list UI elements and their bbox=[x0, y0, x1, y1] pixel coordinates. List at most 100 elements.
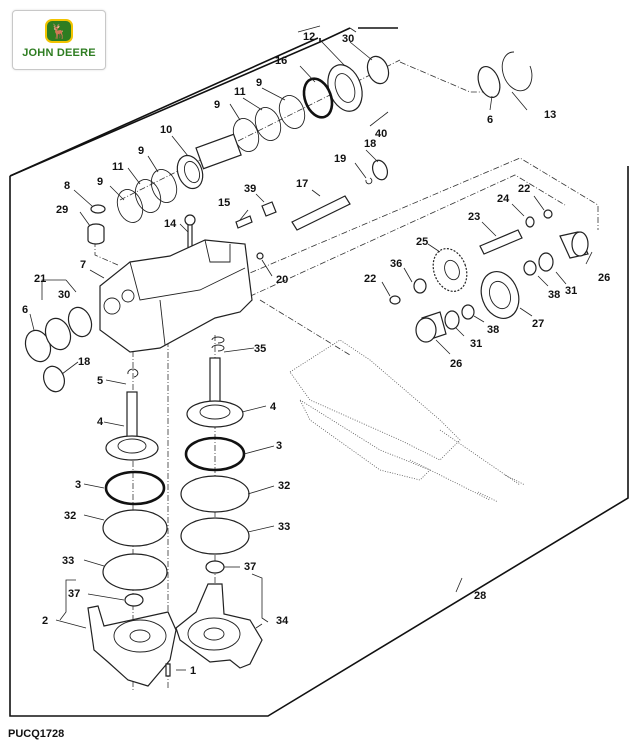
part-33-gasket bbox=[102, 553, 168, 591]
part-11-shim bbox=[254, 107, 282, 141]
leaping-deer-icon: 🦌 bbox=[45, 19, 73, 43]
callout-29: 29 bbox=[56, 204, 68, 216]
part-25-gear bbox=[432, 248, 468, 292]
part-34-motor-housing bbox=[175, 583, 263, 669]
callout-22: 22 bbox=[364, 273, 376, 285]
part-38-bearing bbox=[523, 260, 537, 276]
part-2-motor-housing bbox=[87, 605, 177, 687]
part-23-pin bbox=[479, 229, 523, 255]
part-32-gasket bbox=[102, 509, 168, 547]
part-28-axle-ghost bbox=[289, 339, 526, 503]
callout-9: 9 bbox=[256, 77, 262, 89]
part-16-o-ring bbox=[302, 77, 334, 119]
part-26-hub bbox=[415, 311, 447, 343]
callout-40: 40 bbox=[375, 128, 387, 140]
callout-16: 16 bbox=[275, 55, 287, 67]
callout-9: 9 bbox=[97, 176, 103, 188]
kit-frame-top bbox=[9, 37, 319, 177]
callout-36: 36 bbox=[390, 258, 402, 270]
part-29-bushing bbox=[87, 223, 105, 245]
axis-line bbox=[399, 61, 490, 93]
callout-39: 39 bbox=[244, 183, 256, 195]
callout-32: 32 bbox=[64, 510, 76, 522]
callout-5: 5 bbox=[97, 375, 103, 387]
callout-26: 26 bbox=[450, 358, 462, 370]
part-31-seal bbox=[538, 252, 554, 272]
callout-30: 30 bbox=[342, 33, 354, 45]
callout-22: 22 bbox=[518, 183, 530, 195]
callout-labels: 12 30 16 9 11 9 6 13 40 10 18 19 9 11 9 … bbox=[22, 31, 610, 677]
callout-17: 17 bbox=[296, 178, 308, 190]
callout-2: 2 bbox=[42, 615, 48, 627]
axis-line bbox=[259, 299, 351, 356]
callout-9: 9 bbox=[138, 145, 144, 157]
part-9-shim bbox=[116, 189, 144, 223]
part-18-plug bbox=[371, 159, 389, 181]
part-13-snap-ring bbox=[501, 51, 533, 92]
callout-8: 8 bbox=[64, 180, 70, 192]
part-22-washer bbox=[389, 295, 401, 305]
callout-6: 6 bbox=[22, 304, 28, 316]
callout-11: 11 bbox=[112, 161, 124, 173]
callout-10: 10 bbox=[160, 124, 172, 136]
callout-31: 31 bbox=[470, 338, 482, 350]
axis-line bbox=[219, 174, 566, 311]
part-8-seal bbox=[90, 204, 106, 214]
part-35-spring bbox=[211, 336, 225, 352]
part-6-seal bbox=[477, 65, 501, 99]
callout-3: 3 bbox=[75, 479, 81, 491]
callout-13: 13 bbox=[544, 109, 556, 121]
callout-3: 3 bbox=[276, 440, 282, 452]
part-21-seal-kit bbox=[44, 317, 72, 351]
part-9-shim bbox=[150, 169, 178, 203]
part-39-cap bbox=[261, 201, 277, 217]
callout-9: 9 bbox=[214, 99, 220, 111]
callout-38: 38 bbox=[548, 289, 560, 301]
part-18-plug bbox=[43, 365, 65, 393]
callout-7: 7 bbox=[80, 259, 86, 271]
callout-30: 30 bbox=[58, 289, 70, 301]
john-deere-logo: 🦌 JOHN DEERE bbox=[12, 10, 106, 70]
axis-line bbox=[209, 157, 599, 291]
part-37-valve bbox=[124, 593, 144, 607]
kit-frame bbox=[9, 27, 629, 717]
part-1-bolt bbox=[165, 663, 171, 677]
part-26-hub bbox=[559, 231, 589, 259]
callout-31: 31 bbox=[565, 285, 577, 297]
callout-11: 11 bbox=[234, 86, 246, 98]
leader-lines bbox=[29, 41, 593, 671]
part-4-output-shaft bbox=[186, 357, 244, 428]
callout-23: 23 bbox=[468, 211, 480, 223]
callout-28: 28 bbox=[474, 590, 486, 602]
part-37-valve bbox=[205, 560, 225, 574]
callout-4: 4 bbox=[97, 416, 104, 428]
callout-6: 6 bbox=[487, 114, 493, 126]
callout-20: 20 bbox=[276, 274, 288, 286]
part-11-shim bbox=[134, 179, 162, 213]
part-33-gasket bbox=[180, 517, 250, 555]
part-19-clip bbox=[365, 177, 373, 185]
part-36-bearing bbox=[413, 278, 427, 294]
callout-12: 12 bbox=[303, 31, 315, 43]
part-3-o-ring bbox=[104, 470, 166, 506]
callout-1: 1 bbox=[190, 665, 196, 677]
callout-19: 19 bbox=[334, 153, 346, 165]
callout-25: 25 bbox=[416, 236, 428, 248]
callout-15: 15 bbox=[218, 197, 230, 209]
part-15-fitting bbox=[235, 215, 253, 229]
part-9-shim bbox=[278, 95, 306, 129]
callout-33: 33 bbox=[62, 555, 74, 567]
callout-18: 18 bbox=[78, 356, 90, 368]
part-38-bearing bbox=[461, 304, 475, 320]
callout-14: 14 bbox=[164, 218, 177, 230]
part-5-snap-ring bbox=[127, 368, 139, 378]
callout-4: 4 bbox=[270, 401, 277, 413]
callout-33: 33 bbox=[278, 521, 290, 533]
part-24-bearing bbox=[525, 216, 535, 228]
part-17-shaft bbox=[291, 195, 351, 231]
callout-37: 37 bbox=[244, 561, 256, 573]
callout-27: 27 bbox=[532, 318, 544, 330]
part-32-gasket bbox=[180, 475, 250, 513]
callout-38: 38 bbox=[487, 324, 499, 336]
